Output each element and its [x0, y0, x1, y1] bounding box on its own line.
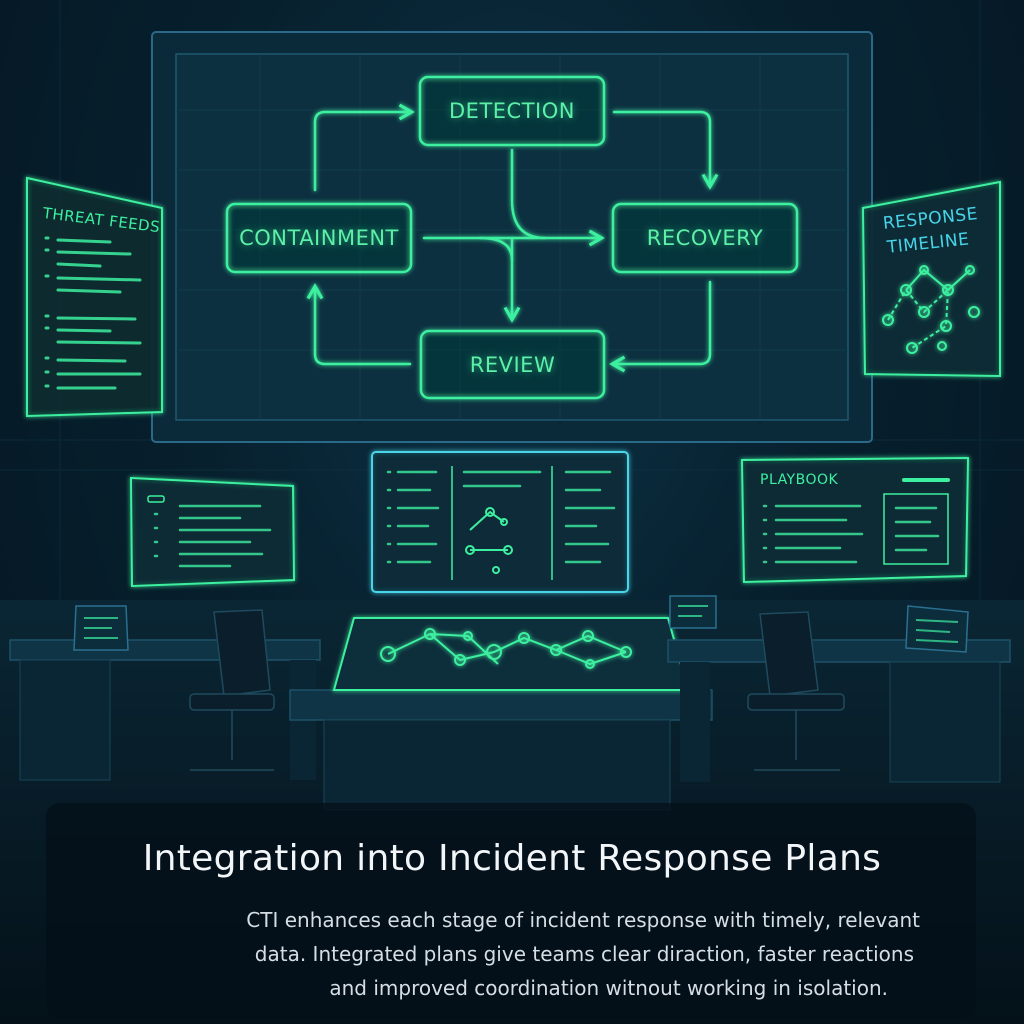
recovery-label: RECOVERY: [646, 226, 764, 250]
right-desk: [667, 595, 1011, 783]
center-monitor: [371, 451, 629, 593]
arrow-recovery-review: [609, 280, 712, 373]
caption-line: data. Integrated plans give teams clear …: [254, 942, 914, 966]
detection-label: DETECTION: [449, 99, 575, 123]
left-side-monitor: [129, 476, 296, 588]
threat-feeds-panel: [26, 176, 163, 418]
recovery-box: [611, 202, 799, 274]
arrow-containment-detection: [313, 103, 415, 192]
caption-box: [46, 803, 976, 1018]
response-timeline-panel: [861, 180, 1001, 378]
playbook-title: PLAYBOOK: [760, 472, 839, 488]
review-label: REVIEW: [469, 352, 556, 377]
arrow-review-containment: [306, 283, 412, 366]
caption-title: Integration into Incident Response Plans: [142, 838, 882, 879]
right-chair: [747, 611, 845, 771]
caption-body: CTI enhances each stage of incident resp…: [120, 903, 920, 1005]
left-chair: [189, 609, 275, 771]
review-box: [419, 329, 606, 400]
detection-box: [418, 75, 606, 147]
caption-line: and improved coordination witnout workin…: [329, 976, 888, 1000]
center-table-display: [332, 617, 690, 691]
containment-box: [225, 202, 413, 274]
playbook-monitor: [740, 456, 970, 584]
caption-line: CTI enhances each stage of incident resp…: [246, 908, 920, 932]
line-detection-merge: [510, 148, 547, 240]
center-desk: [289, 617, 713, 811]
arrow-detection-recovery: [612, 110, 719, 190]
containment-label: CONTAINMENT: [239, 226, 399, 250]
